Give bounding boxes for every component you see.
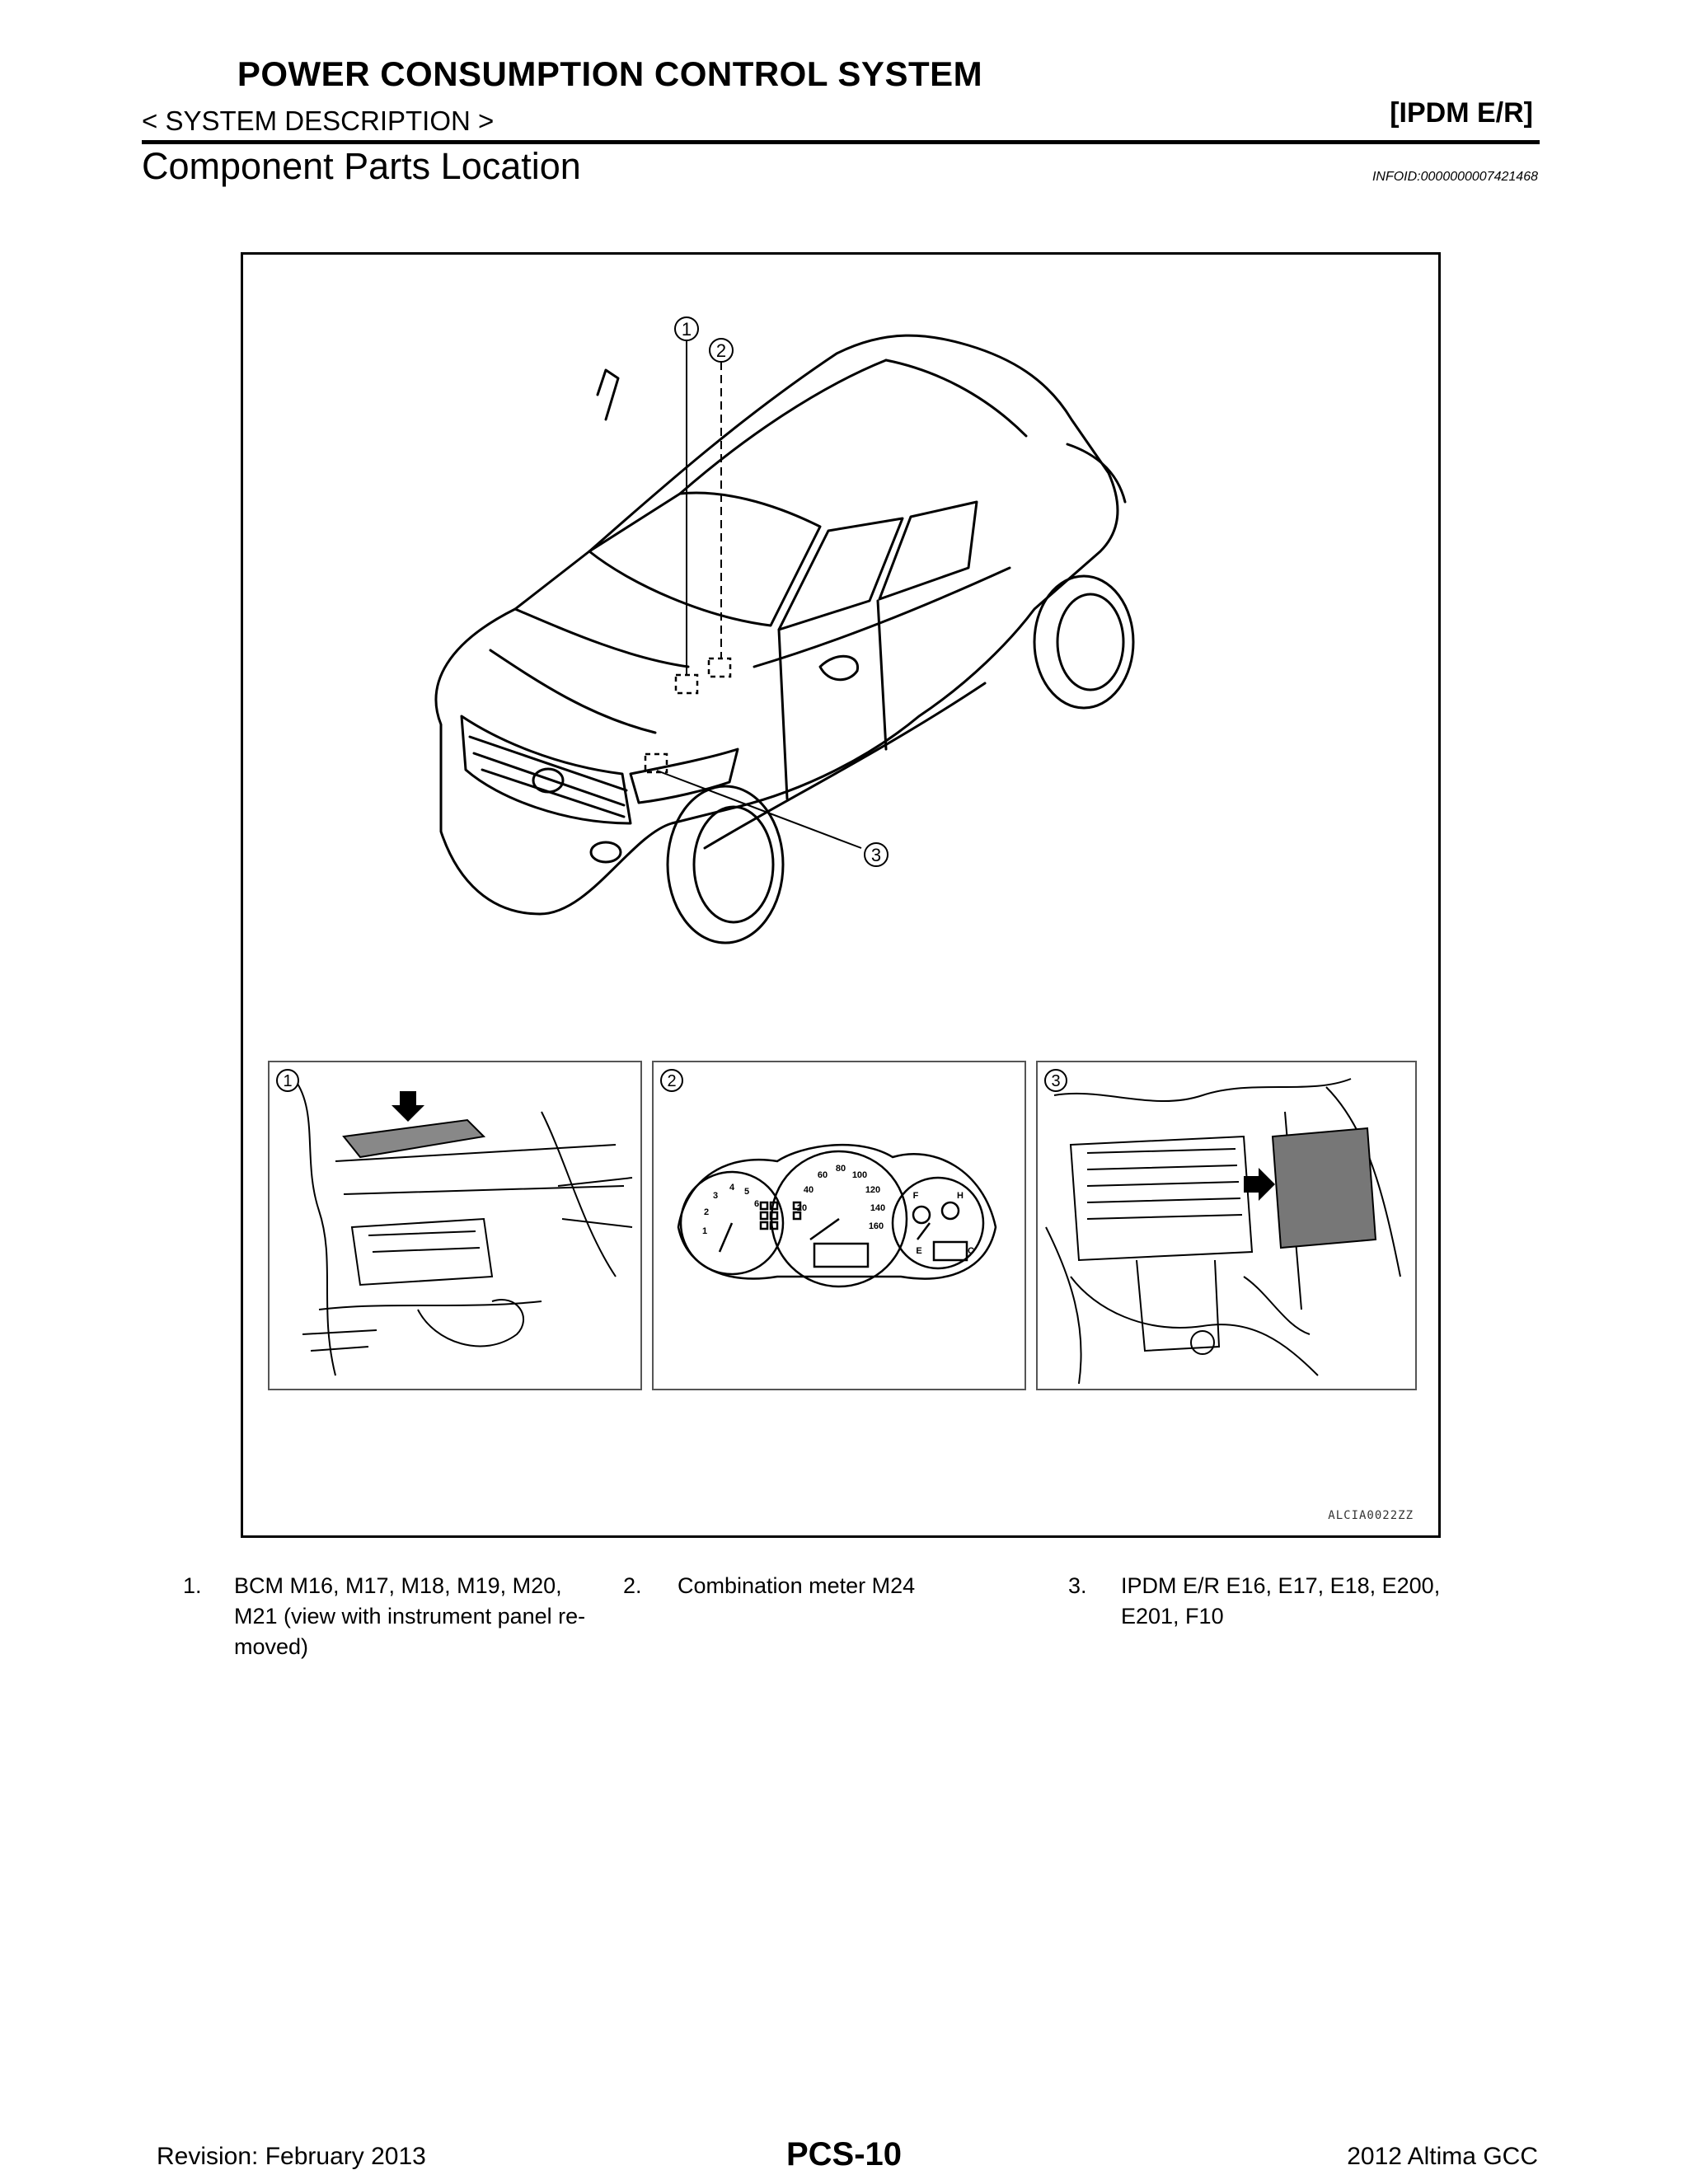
panel-1-badge: 1 (274, 1067, 301, 1098)
figure-code: ALCIA0022ZZ (1328, 1509, 1414, 1522)
pointer-arrow (1244, 1168, 1275, 1201)
footer-model: 2012 Altima GCC (1347, 2143, 1538, 2170)
tach-tick-3: 3 (713, 1191, 718, 1201)
combination-meter-illustration: 1 2 3 4 5 6 20 40 60 80 100 120 140 160 … (677, 1144, 997, 1288)
speed-tick-40: 40 (804, 1185, 814, 1195)
footer-revision: Revision: February 2013 (157, 2143, 426, 2170)
callout-1: 1 (674, 316, 699, 341)
speed-tick-140: 140 (870, 1203, 885, 1213)
bcm-view-illustration (293, 1078, 633, 1376)
panel-2-badge: 2 (659, 1067, 685, 1098)
callout-2: 2 (709, 338, 734, 363)
callout-3-label: 3 (871, 845, 881, 865)
panel-3-badge: 3 (1043, 1067, 1069, 1098)
header-rule (142, 140, 1540, 144)
panel-combination-meter: 1 2 3 4 5 6 20 40 60 80 100 120 140 160 … (652, 1061, 1026, 1390)
tach-tick-5: 5 (744, 1187, 749, 1197)
speed-tick-20: 20 (797, 1203, 807, 1213)
legend-text: Combination meter M24 (678, 1573, 916, 1598)
legend-number: 2. (623, 1573, 642, 1598)
callout-2-label: 2 (716, 340, 726, 361)
speed-tick-100: 100 (852, 1170, 867, 1180)
info-id: INFOID:0000000007421468 (1372, 170, 1538, 184)
panel-2-number: 2 (667, 1072, 676, 1090)
tach-tick-4: 4 (729, 1183, 735, 1193)
speed-tick-60: 60 (818, 1170, 828, 1180)
speed-tick-80: 80 (836, 1164, 846, 1174)
page-title: POWER CONSUMPTION CONTROL SYSTEM (237, 54, 983, 93)
component-location-figure: 1 2 3 (241, 252, 1441, 1538)
panel-3-number: 3 (1051, 1072, 1060, 1090)
breadcrumb[interactable]: < SYSTEM DESCRIPTION > (142, 105, 495, 136)
ipdm-unit (1271, 1127, 1377, 1249)
section-tag: [IPDM E/R] (1390, 97, 1533, 129)
ipdm-view-illustration (1045, 1078, 1401, 1385)
legend-number: 3. (1068, 1573, 1087, 1598)
fuel-f: F (913, 1191, 919, 1201)
car-overview-illustration: 1 2 3 (434, 316, 1135, 944)
temp-h: H (957, 1191, 964, 1201)
bcm-unit (342, 1118, 486, 1159)
callout-1-label: 1 (682, 319, 692, 340)
legend-text: BCM M16, M17, M18, M19, M20, M21 (view w… (234, 1573, 586, 1659)
legend-text: IPDM E/R E16, E17, E18, E200, E201, F10 (1121, 1573, 1441, 1629)
legend-number: 1. (183, 1573, 202, 1598)
temp-c: C (968, 1246, 974, 1256)
speed-tick-160: 160 (869, 1221, 884, 1231)
page-number: PCS-10 (785, 2136, 903, 2172)
speed-tick-120: 120 (865, 1185, 880, 1195)
tach-tick-6: 6 (754, 1199, 759, 1209)
callout-3: 3 (864, 842, 889, 867)
tach-tick-1: 1 (702, 1226, 707, 1236)
pointer-arrow (392, 1091, 424, 1122)
tach-tick-2: 2 (704, 1207, 709, 1217)
panel-ipdm: 3 (1036, 1061, 1417, 1390)
panel-bcm: 1 (268, 1061, 642, 1390)
panel-1-number: 1 (283, 1072, 292, 1090)
fuel-e: E (916, 1246, 921, 1256)
section-heading: Component Parts Location (142, 145, 581, 187)
